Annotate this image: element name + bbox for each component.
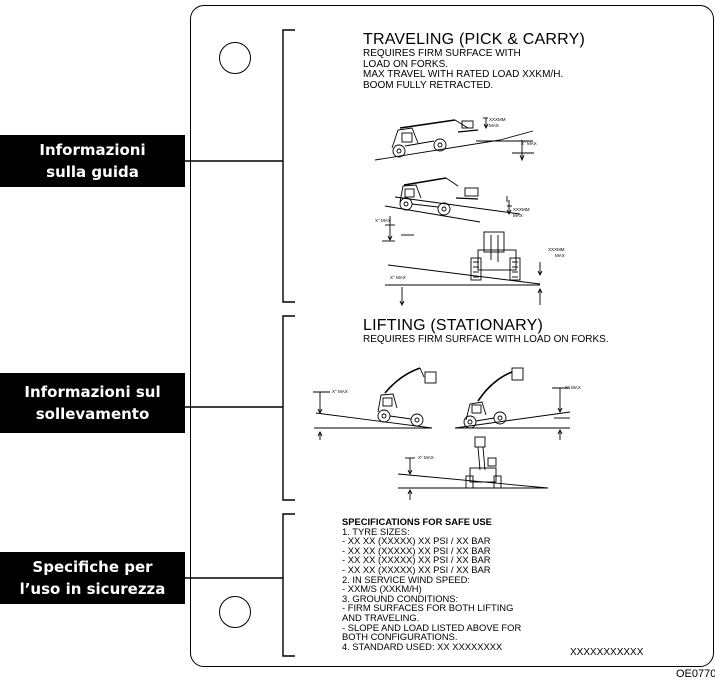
dim-label-2: MAX [489,123,499,128]
specs-heading: SPECIFICATIONS FOR SAFE USE [342,516,492,527]
telehandler-lift-rear-illustration [397,436,549,500]
telehandler-side-slope-illustration [385,231,543,307]
lifting-title: LIFTING (STATIONARY) [363,317,544,334]
dim-label-6: X° MAX [375,218,391,223]
telehandler-downhill-illustration [382,177,521,242]
specs-list: 1. TYRE SIZES: - XX XX (XXXXX) XX PSI / … [342,525,522,652]
lifting-requirements: REQUIRES FIRM SURFACE WITH LOAD ON FORKS… [363,334,609,345]
callout-safe-use-specs: Specifiche per l’uso in sicurezza [0,552,185,604]
callout-lifting-info: Informazioni sul sollevamento [0,373,185,433]
mounting-hole-top [219,42,251,74]
dim-label-4: XXXMM [513,207,530,212]
traveling-title: TRAVELING (PICK & CARRY) [363,31,586,48]
mounting-hole-bottom [219,596,251,628]
traveling-requirements: REQUIRES FIRM SURFACE WITH LOAD ON FORKS… [363,48,564,91]
bracket-lifting [282,315,295,501]
telehandler-lift-right-illustration [454,367,571,440]
callout-travel-info: Informazioni sulla guida [0,135,185,187]
figure-code: OE0770 [676,668,715,680]
dim-label-10: X° MAX [332,389,348,394]
bracket-specs [282,513,295,657]
dim-label-9: X° MAX [390,275,406,280]
dim-label-7: XXXMM [548,247,565,252]
dim-label-12: X° MAX [418,455,434,460]
dim-label-8: MAX [555,253,565,258]
decal-plate [190,5,714,667]
telehandler-lift-left-illustration [313,367,437,440]
dim-label-11: X° MAX [565,385,581,390]
dim-label-5: MAX [513,213,523,218]
dim-label-3: X° MAX [521,141,537,146]
telehandler-uphill-illustration [374,117,534,162]
dim-label-1: XXXMM [489,117,506,122]
specs-code: XXXXXXXXXXX [570,647,644,658]
bracket-traveling [282,29,295,303]
